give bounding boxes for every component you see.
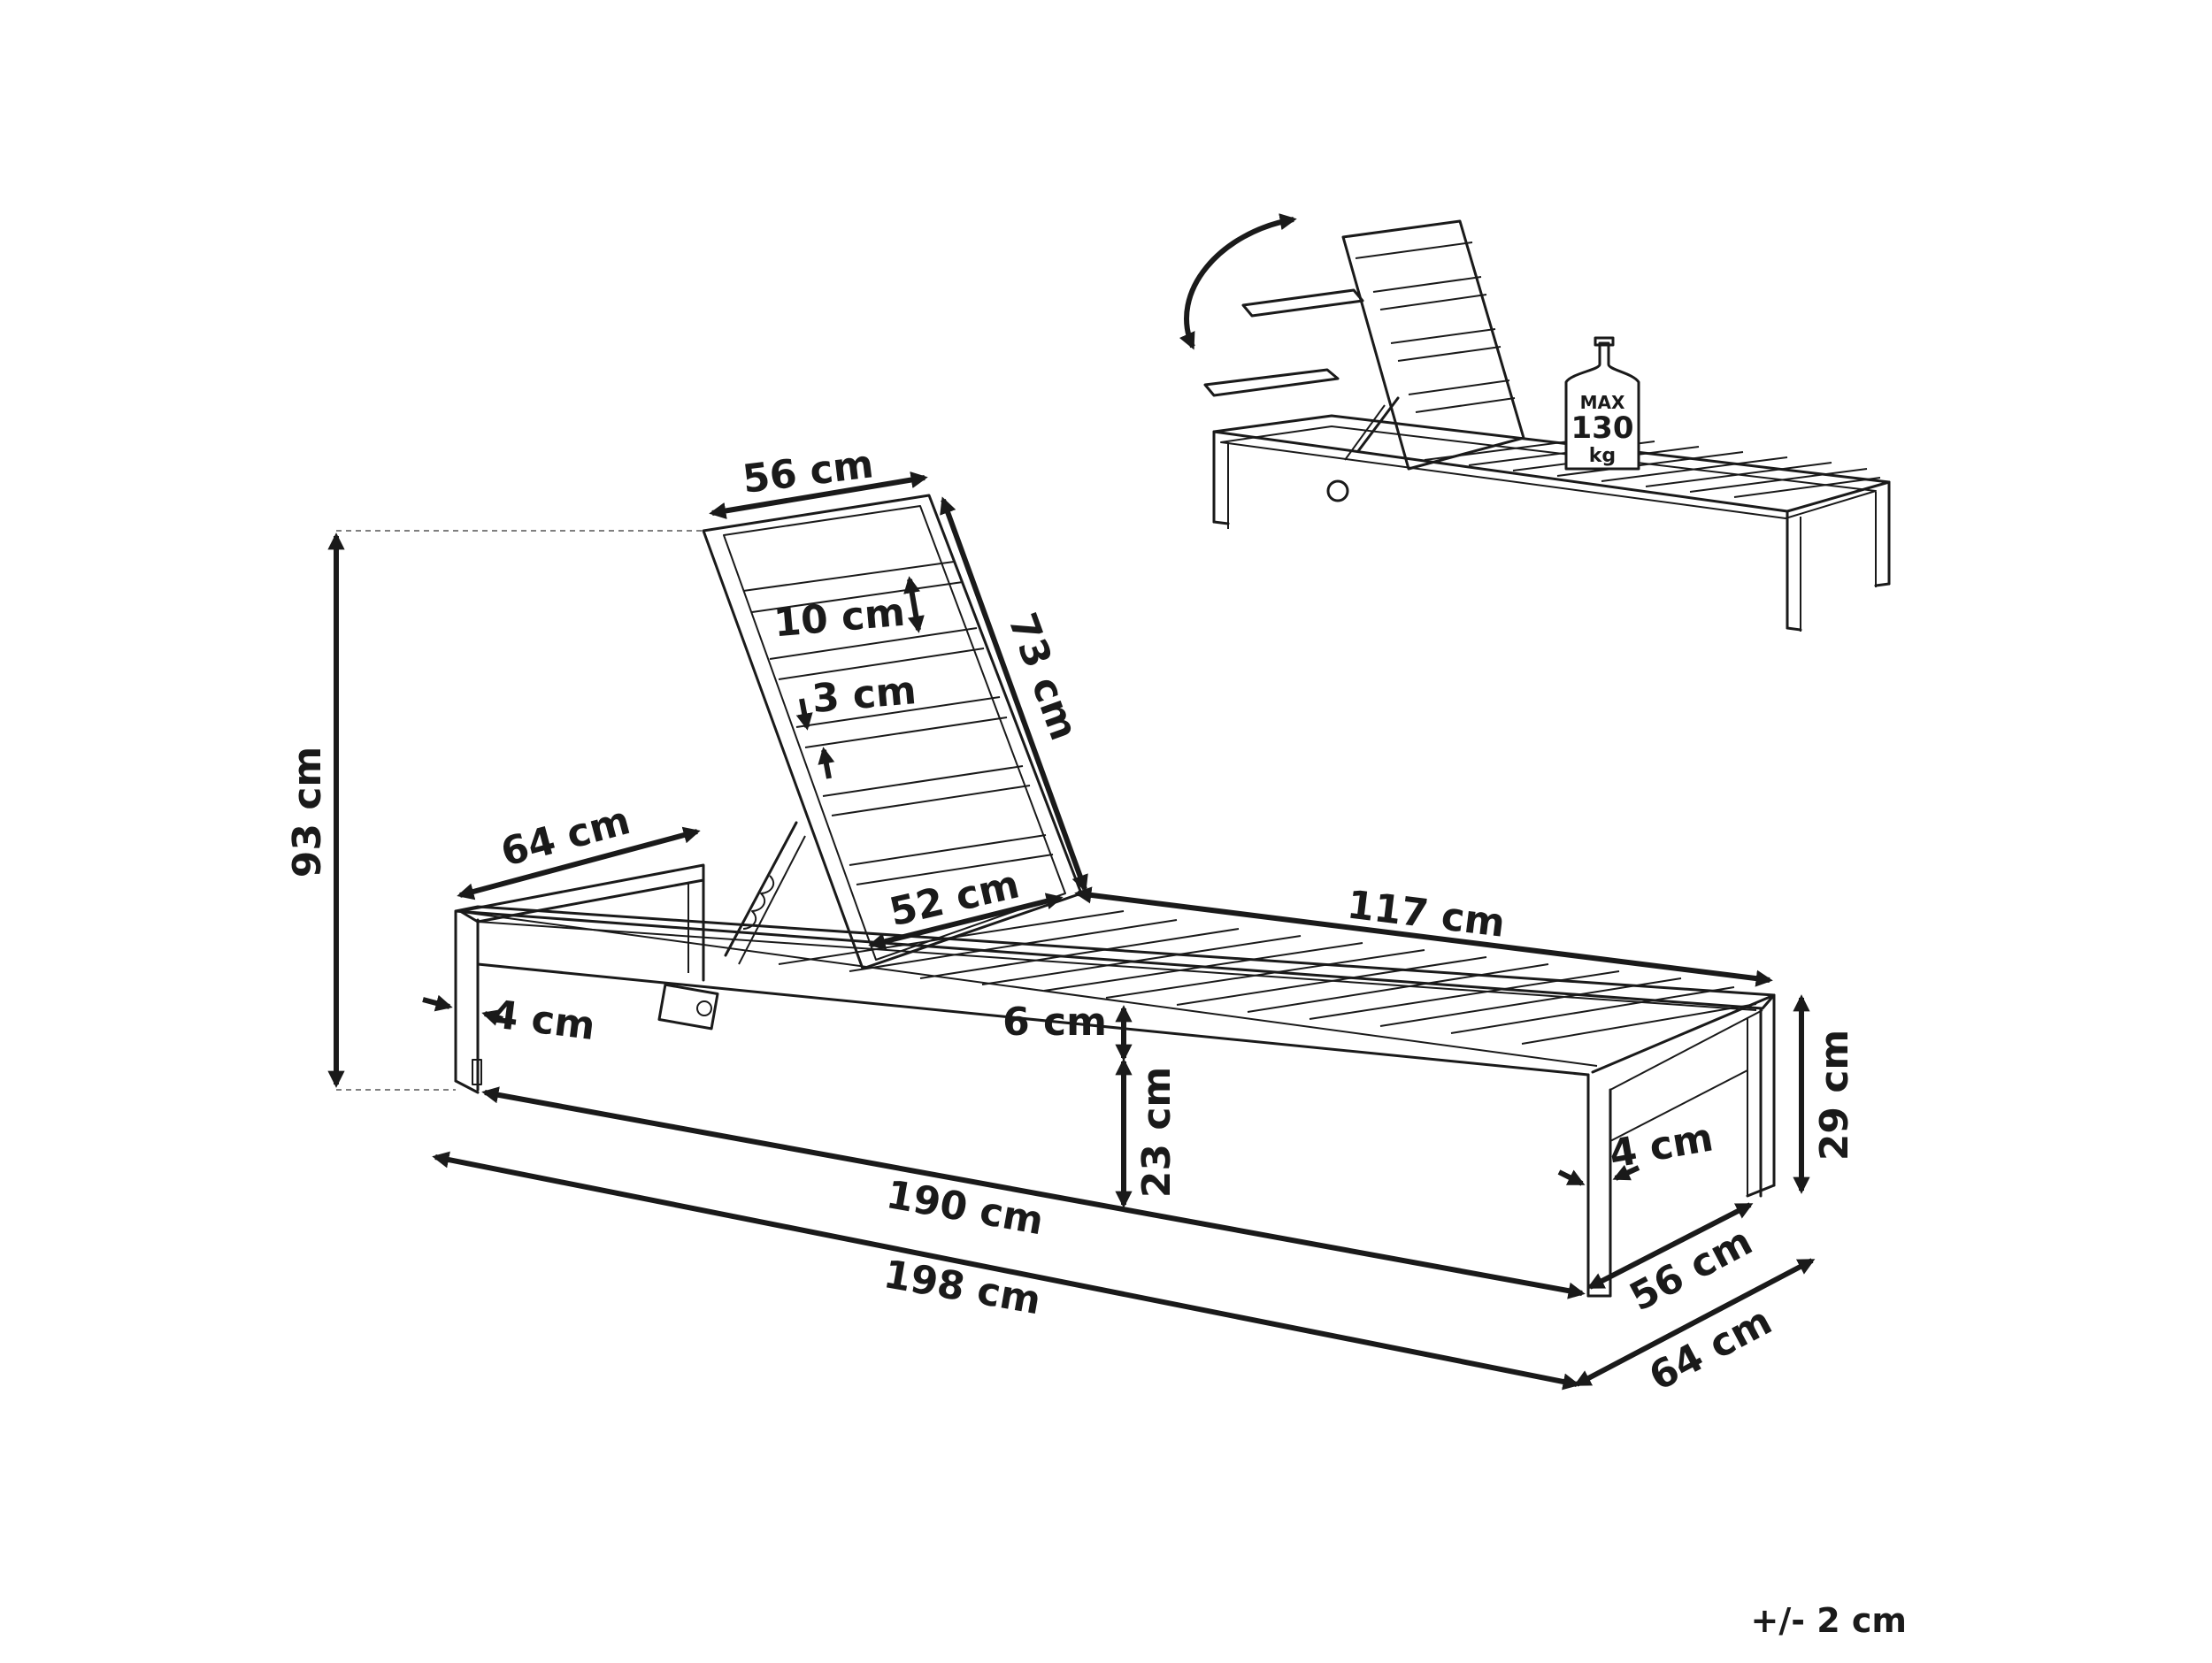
- label-rail-height: 6 cm: [1002, 1000, 1107, 1045]
- recline-ratchet: [657, 821, 806, 1031]
- dim-slat-gap-bottom: [818, 747, 835, 779]
- reference-head-flap: [1203, 288, 1364, 397]
- max-value: 130: [1571, 410, 1634, 446]
- seat-frame: [454, 905, 1776, 1298]
- reference-seat-frame: [1212, 396, 1891, 632]
- max-load-badge: MAX 130 kg: [1564, 336, 1640, 471]
- dim-backrest-width: [709, 471, 928, 519]
- label-backrest-width: 56 cm: [740, 441, 876, 502]
- dim-total-length: [432, 1151, 1580, 1391]
- label-slat-width: 10 cm: [772, 590, 907, 647]
- label-total-height: 93 cm: [285, 747, 330, 877]
- label-head-width: 64 cm: [496, 798, 635, 876]
- dim-slat-gap-top: [795, 698, 813, 731]
- dim-frame-left-b: [481, 1009, 503, 1026]
- max-label: MAX: [1580, 392, 1625, 413]
- dim-frame-right-b: [1612, 1164, 1640, 1181]
- label-frame-right: 4 cm: [1606, 1115, 1717, 1177]
- dim-foot-total-width: [1573, 1258, 1816, 1387]
- reference-view: MAX 130 kg: [1179, 213, 1891, 632]
- recline-rotation-arrow: [1179, 213, 1297, 350]
- dim-head-width: [457, 826, 701, 900]
- tolerance-note: +/- 2 cm: [1750, 1601, 1907, 1640]
- label-seat-length: 117 cm: [1345, 882, 1508, 946]
- dim-slat-width: [903, 576, 925, 633]
- dimension-lines: [327, 471, 1816, 1391]
- max-unit: kg: [1589, 445, 1616, 467]
- label-frame-left: 4 cm: [488, 992, 597, 1049]
- dim-frame-right-a: [1557, 1169, 1586, 1186]
- label-backrest-length: 73 cm: [999, 608, 1087, 747]
- dim-inner-length: [481, 1086, 1586, 1299]
- label-leg-clearance: 23 cm: [1134, 1067, 1179, 1198]
- label-slat-gap: 3 cm: [810, 668, 918, 722]
- dim-seat-length: [1074, 886, 1773, 987]
- dim-frame-left-a: [422, 994, 453, 1012]
- dim-inner-width: [868, 893, 1064, 950]
- dim-backrest-length: [940, 496, 1088, 893]
- label-seat-height: 29 cm: [1812, 1030, 1857, 1161]
